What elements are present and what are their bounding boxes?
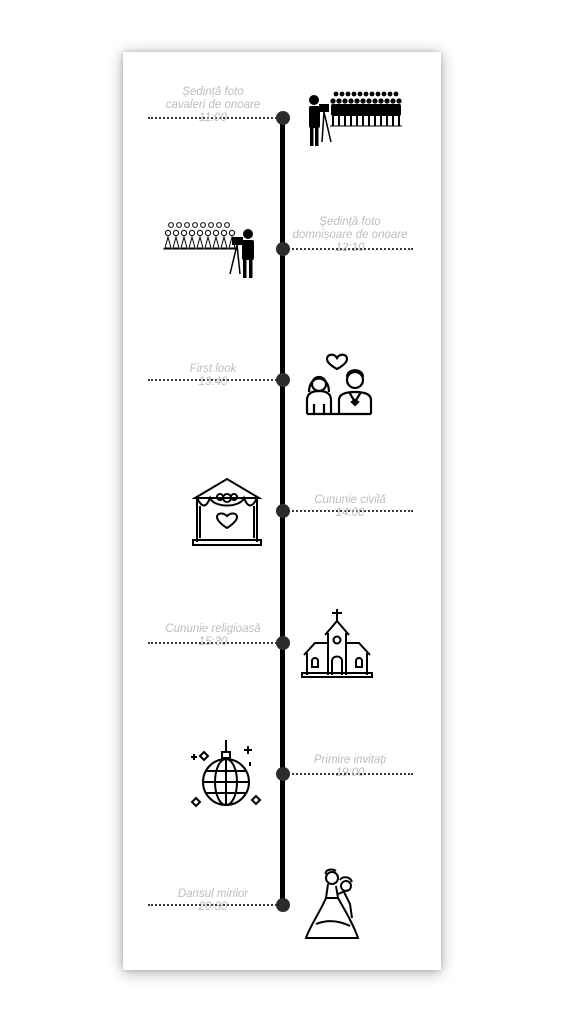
- event-label: Ședință foto domnișoare de onoare 12:10: [285, 216, 415, 255]
- timeline-dot: [276, 111, 290, 125]
- disco-ball-icon: [190, 740, 262, 808]
- event-time: 20:30: [198, 901, 228, 913]
- timeline-dot: [276, 242, 290, 256]
- event-title-line: First look: [189, 363, 237, 375]
- timeline-dot: [276, 504, 290, 518]
- wedding-arch-icon: [192, 477, 262, 546]
- event-title-line: Cununie religioasă: [165, 623, 261, 635]
- event-time: 15:30: [198, 636, 228, 648]
- dancing-couple-icon: [304, 868, 360, 939]
- event-label: First look 13:40: [148, 363, 278, 389]
- dotted-connector: [148, 379, 280, 381]
- timeline-dot: [276, 373, 290, 387]
- timeline-dot: [276, 767, 290, 781]
- event-title-line: Cununie civilă: [314, 494, 386, 506]
- timeline-dot: [276, 636, 290, 650]
- dotted-connector: [285, 510, 413, 512]
- event-title-line: Dansul mirilor: [177, 888, 249, 900]
- event-time: 19:00: [335, 767, 365, 779]
- event-label: Cununie civilă 14:00: [285, 494, 415, 520]
- dotted-connector: [148, 117, 280, 119]
- event-label: Cununie religioasă 15:30: [148, 623, 278, 649]
- event-title-line: Primire invitați: [313, 754, 387, 766]
- groomsmen-photo-icon: [309, 91, 402, 146]
- dotted-connector: [285, 773, 413, 775]
- event-title-line: Ședință foto: [182, 86, 244, 98]
- event-time: 11:00: [199, 112, 227, 124]
- event-title-line: domnișoare de onoare: [292, 229, 408, 241]
- timeline-dot: [276, 898, 290, 912]
- event-time: 12:10: [335, 242, 365, 254]
- dotted-connector: [148, 904, 280, 906]
- dotted-connector: [285, 248, 413, 250]
- event-title-line: Ședință foto: [319, 216, 381, 228]
- event-time: 13:40: [198, 376, 228, 388]
- event-title-line: cavaleri de onoare: [165, 99, 261, 111]
- church-icon: [301, 609, 373, 678]
- event-time: 14:00: [335, 507, 365, 519]
- event-label: Primire invitați 19:00: [285, 754, 415, 780]
- couple-heart-icon: [305, 353, 373, 416]
- event-label: Ședință foto cavaleri de onoare 11:00: [148, 86, 278, 125]
- dotted-connector: [148, 642, 280, 644]
- event-label: Dansul mirilor 20:30: [148, 888, 278, 914]
- bridesmaids-photo-icon: [163, 222, 254, 278]
